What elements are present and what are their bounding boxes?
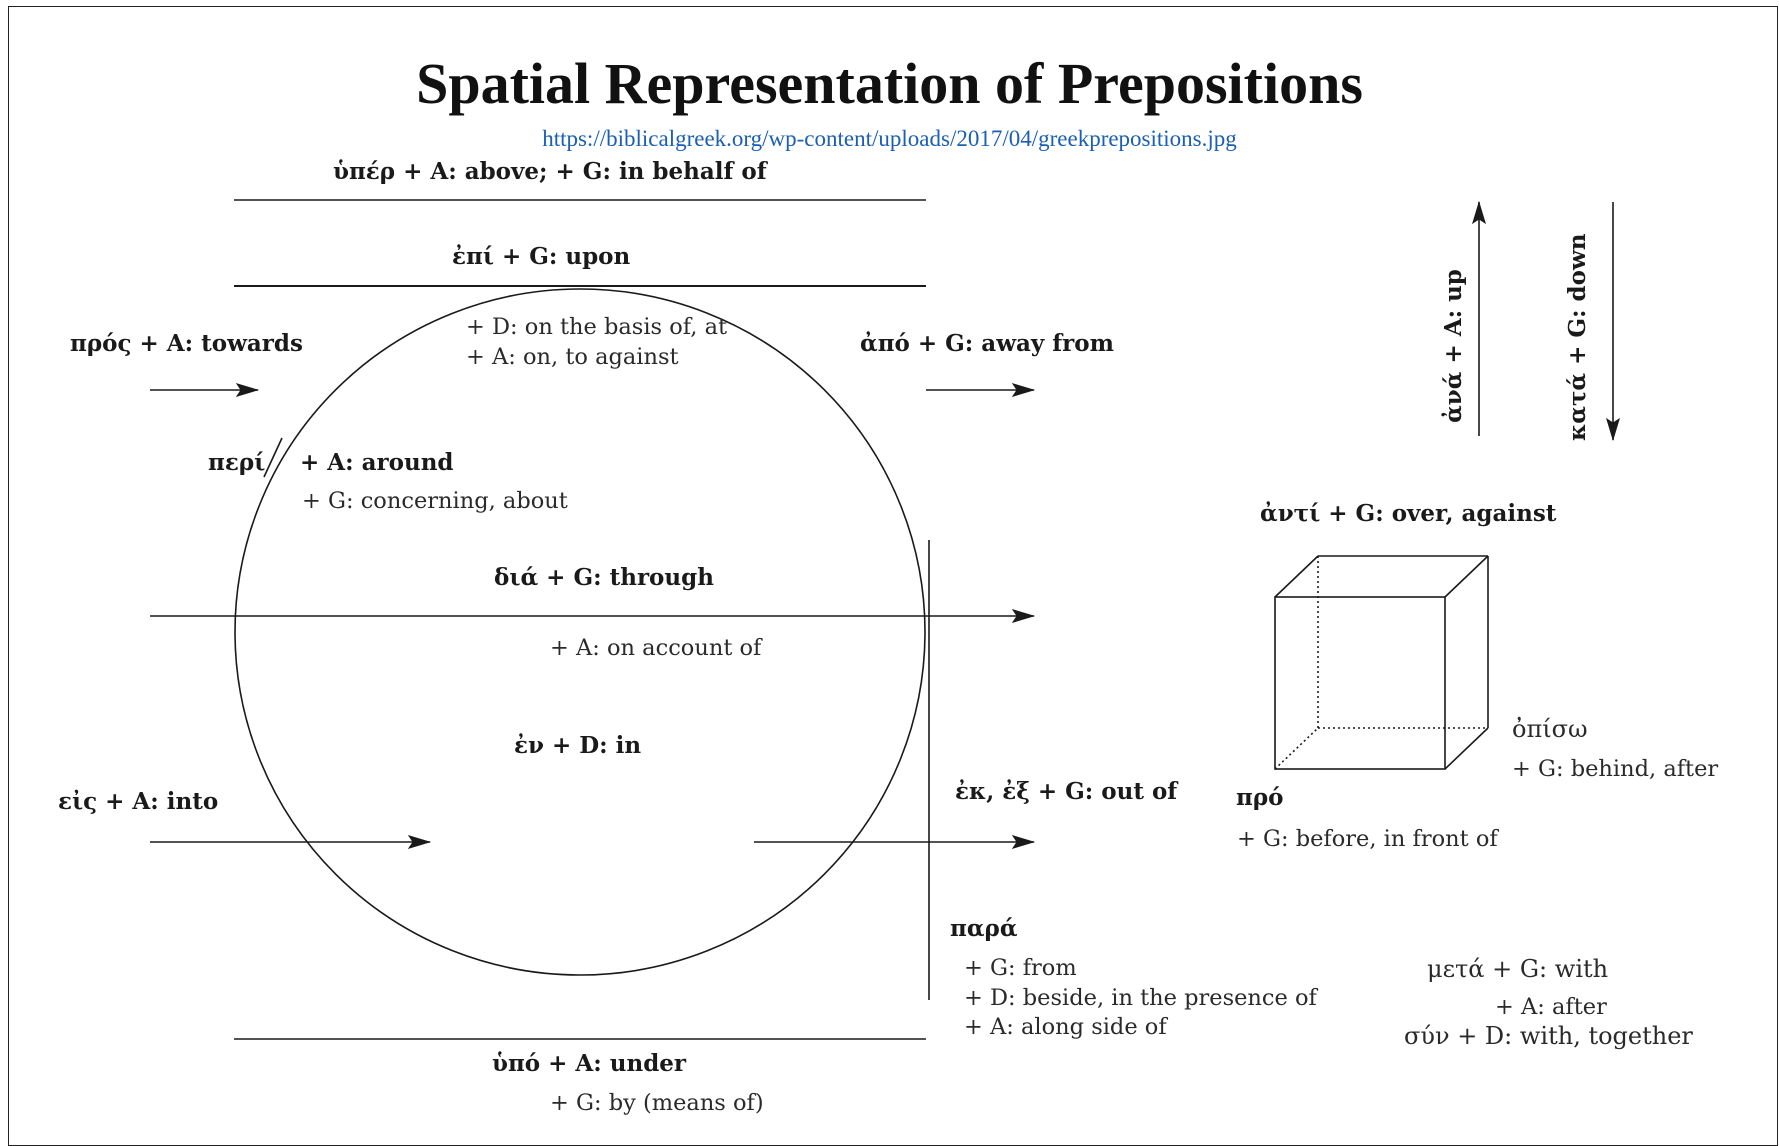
peri-accusative: + A: around — [300, 449, 454, 476]
peri-label: περί — [208, 449, 266, 476]
ek-label: ἐκ, ἐξ + G: out of — [955, 778, 1178, 805]
dia-label: διά + G: through — [494, 564, 714, 591]
syn-label: σύν + D: with, together — [1404, 1022, 1693, 1050]
apo-label: ἀπό + G: away from — [860, 330, 1114, 357]
peri-tick — [263, 437, 283, 478]
ana-label: ἀνά + A: up — [1440, 269, 1467, 423]
en-label: ἐν + D: in — [514, 732, 642, 759]
source-url-link[interactable]: https://biblicalgreek.org/wp-content/upl… — [542, 126, 1237, 151]
cube — [1274, 555, 1489, 770]
meta-accusative: + A: after — [1495, 994, 1607, 1020]
opiso-label: ὀπίσω — [1512, 715, 1588, 743]
kata-label: κατά + G: down — [1564, 233, 1591, 441]
hypo-label: ὑπό + A: under — [492, 1050, 687, 1077]
dia-accusative: + A: on account of — [550, 635, 762, 661]
para-label: παρά — [950, 915, 1018, 942]
para-genitive: + G: from — [964, 955, 1077, 981]
epi-label: ἐπί + G: upon — [452, 243, 631, 270]
pro-genitive: + G: before, in front of — [1237, 826, 1498, 852]
para-dative: + D: beside, in the presence of — [964, 985, 1317, 1011]
diagram-title: Spatial Representation of Prepositions — [416, 51, 1363, 116]
epi-dative: + D: on the basis of, at — [466, 314, 728, 340]
hyper-label: ὑπέρ + A: above; + G: in behalf of — [333, 158, 767, 185]
peri-genitive: + G: concerning, about — [302, 488, 568, 514]
hypo-genitive: + G: by (means of) — [550, 1090, 764, 1116]
eis-label: εἰς + A: into — [58, 788, 219, 815]
anti-label: ἀντί + G: over, against — [1260, 500, 1557, 527]
opiso-genitive: + G: behind, after — [1512, 756, 1719, 782]
para-accusative: + A: along side of — [964, 1014, 1167, 1040]
pro-label: πρό — [1236, 784, 1284, 811]
epi-accusative: + A: on, to against — [466, 344, 679, 370]
pros-label: πρός + A: towards — [70, 330, 303, 357]
circle — [234, 288, 926, 976]
meta-genitive: μετά + G: with — [1427, 955, 1609, 983]
